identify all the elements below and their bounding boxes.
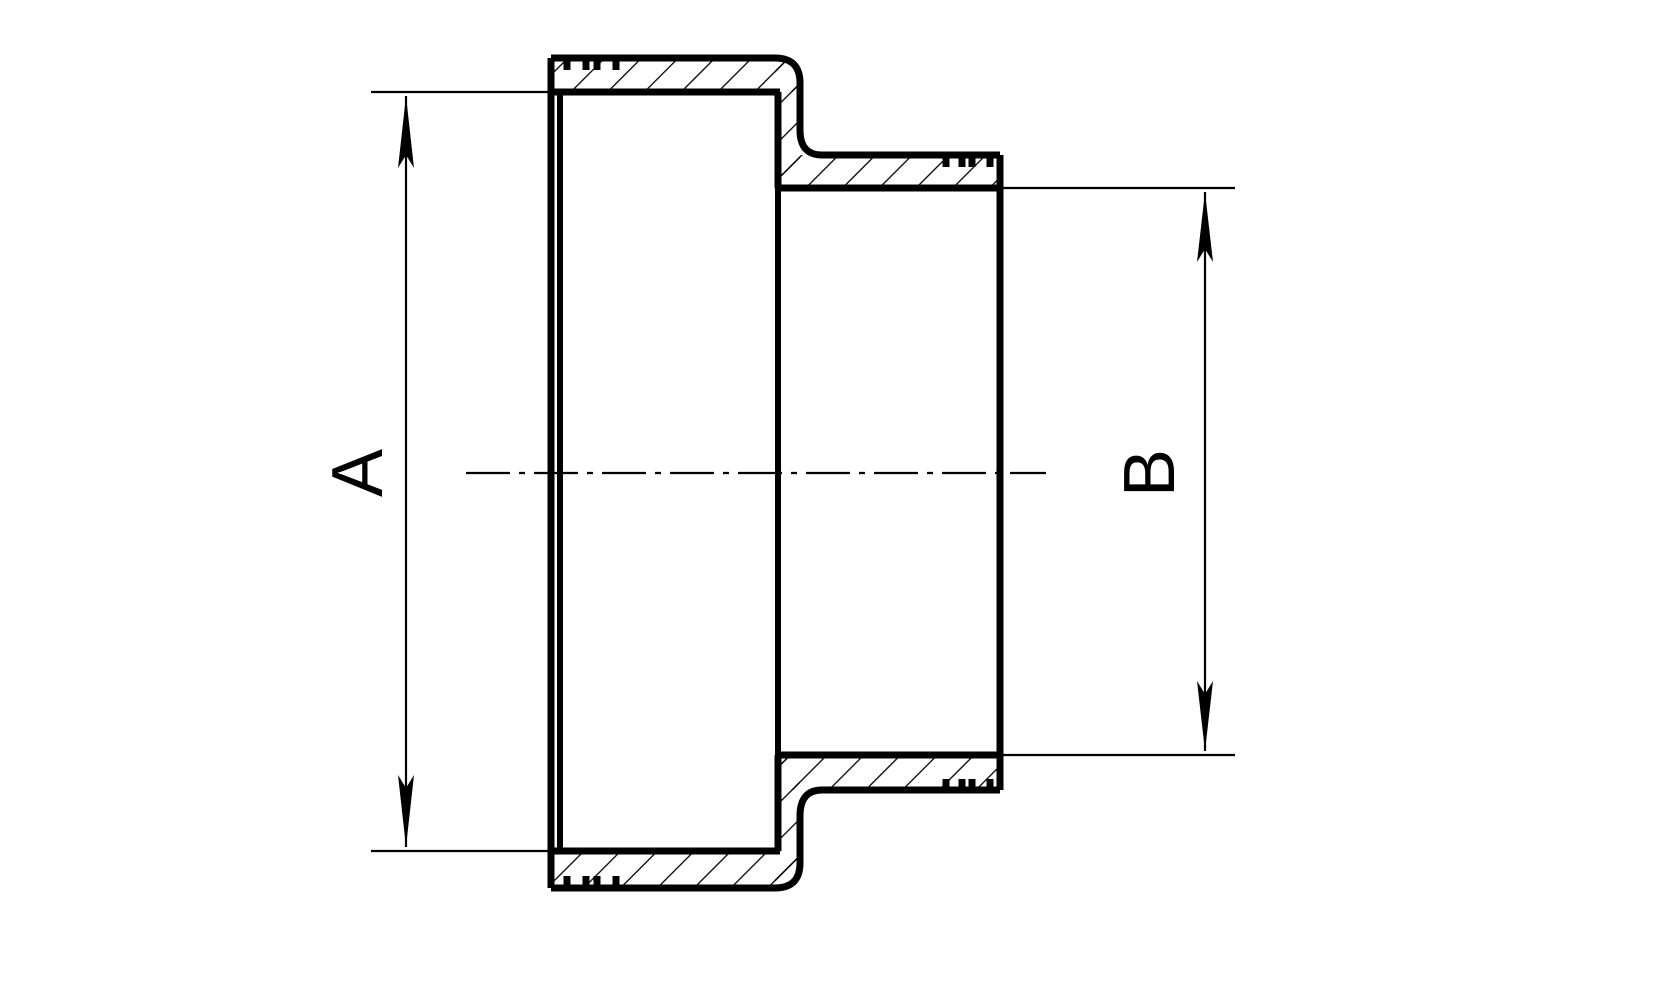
groove-bottom-right-2-icon — [968, 779, 994, 794]
dim-b-arrow-bottom-icon — [1197, 681, 1213, 751]
dim-b-arrow-top-icon — [1197, 192, 1213, 262]
hatch-flange-top — [551, 58, 800, 92]
groove-bottom-left-1-icon — [563, 876, 590, 892]
dim-a-arrow-bottom-icon — [398, 775, 414, 847]
groove-top-right-2-icon — [968, 151, 994, 167]
dimension-b-group — [985, 186, 1235, 757]
groove-top-left-1-icon — [563, 54, 590, 70]
dimension-label-b: B — [1110, 449, 1190, 497]
groove-bottom-left-2-icon — [593, 876, 620, 892]
groove-details-group — [563, 54, 994, 892]
hatch-flange-bottom — [551, 851, 800, 888]
dimension-label-a: A — [318, 449, 398, 497]
groove-bottom-right-1-icon — [942, 779, 966, 794]
outer-profile-bottom — [551, 786, 1000, 892]
groove-top-right-1-icon — [942, 151, 966, 167]
dim-a-arrow-top-icon — [398, 96, 414, 168]
groove-top-left-2-icon — [593, 54, 620, 70]
dimension-a-group — [371, 90, 560, 853]
outer-profile-top — [551, 54, 1000, 159]
section-hatching-group — [551, 58, 1000, 888]
